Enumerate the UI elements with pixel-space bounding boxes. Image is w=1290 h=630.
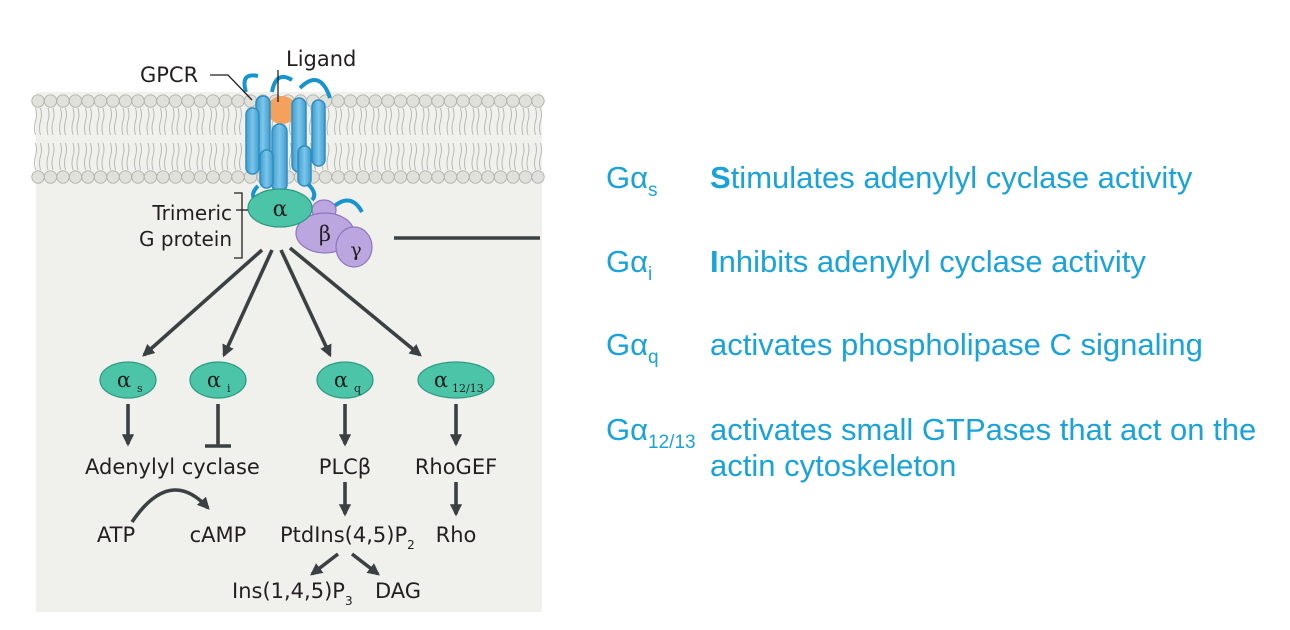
title-fragment-glyphs bbox=[736, 0, 956, 8]
g-alpha-s-row: Gαs Stimulates adenylyl cyclase activity bbox=[606, 160, 1286, 201]
alpha-label: α bbox=[273, 197, 288, 222]
g-protein-label: G protein bbox=[139, 227, 232, 251]
g-alpha-s-name: Gαs bbox=[606, 160, 658, 201]
ligand-label: Ligand bbox=[286, 47, 356, 71]
g-alpha-i-description: Inhibits adenylyl cyclase activity bbox=[710, 244, 1146, 279]
title-fragment bbox=[736, 0, 956, 8]
svg-text:α: α bbox=[434, 368, 448, 392]
g-alpha-i-name: Gαi bbox=[606, 244, 653, 285]
rho-label: Rho bbox=[436, 523, 477, 547]
trimeric-g-protein: α β γ bbox=[247, 188, 373, 268]
g-alpha-12-13-description: activates small GTPases that act on the … bbox=[710, 412, 1257, 483]
beta-label: β bbox=[319, 222, 331, 246]
g-protein-bracket bbox=[234, 192, 243, 259]
camp-label: cAMP bbox=[190, 523, 247, 547]
arrow-pip2-to-ip3 bbox=[310, 552, 340, 576]
ligand-molecule bbox=[267, 96, 297, 124]
alpha-q-oval: α q bbox=[316, 361, 374, 399]
alpha-s-oval: α s bbox=[99, 361, 157, 399]
gpcr-receptor bbox=[242, 73, 332, 204]
gpcr-leader bbox=[210, 74, 253, 101]
trimeric-label: Trimeric bbox=[151, 201, 232, 225]
g-alpha-q-name: Gαq bbox=[606, 327, 659, 368]
arrow-to-alpha-12 bbox=[288, 246, 422, 357]
dag-label: DAG bbox=[375, 579, 421, 603]
atp-to-camp-arrow bbox=[130, 488, 210, 524]
gamma-subunit bbox=[335, 226, 373, 268]
adenylyl-cyclase-label: Adenylyl cyclase bbox=[85, 455, 260, 479]
g-alpha-s-description: Stimulates adenylyl cyclase activity bbox=[710, 160, 1193, 195]
gamma-label: γ bbox=[350, 239, 361, 261]
gpcr-label: GPCR bbox=[140, 63, 198, 87]
atp-label: ATP bbox=[97, 523, 135, 547]
pip2-label: PtdIns(4,5)P2 bbox=[280, 523, 415, 552]
g-alpha-12-13-row: Gα12/13 activates small GTPases that act… bbox=[606, 412, 1286, 492]
arrow-pip2-to-dag bbox=[350, 552, 380, 576]
svg-text:s: s bbox=[137, 382, 143, 395]
g-alpha-q-row: Gαq activates phospholipase C signaling bbox=[606, 327, 1286, 368]
svg-text:q: q bbox=[354, 382, 361, 395]
rhogef-label: RhoGEF bbox=[415, 455, 497, 479]
alpha-subunit bbox=[247, 188, 313, 228]
svg-text:α: α bbox=[334, 368, 348, 392]
plcb-label: PLCβ bbox=[319, 455, 371, 479]
svg-text:α: α bbox=[117, 368, 131, 392]
arrow-to-alpha-s bbox=[142, 248, 264, 357]
g-alpha-i-row: Gαi Inhibits adenylyl cyclase activity bbox=[606, 244, 1286, 285]
svg-text:i: i bbox=[227, 382, 231, 395]
alpha-i-oval: α i bbox=[189, 361, 247, 399]
arrow-to-alpha-q bbox=[279, 249, 332, 358]
alpha-12-13-oval: α 12/13 bbox=[417, 361, 495, 399]
svg-text:α: α bbox=[207, 368, 221, 392]
svg-text:12/13: 12/13 bbox=[452, 382, 484, 395]
g-alpha-q-description: activates phospholipase C signaling bbox=[710, 327, 1203, 362]
ip3-label: Ins(1,4,5)P3 bbox=[232, 579, 353, 608]
arrow-to-alpha-i bbox=[222, 249, 274, 358]
g-alpha-12-13-name: Gα12/13 bbox=[606, 412, 696, 453]
gpcr-signaling-diagram: Ligand GPCR α β γ Trimeric G protein α s… bbox=[31, 47, 545, 612]
